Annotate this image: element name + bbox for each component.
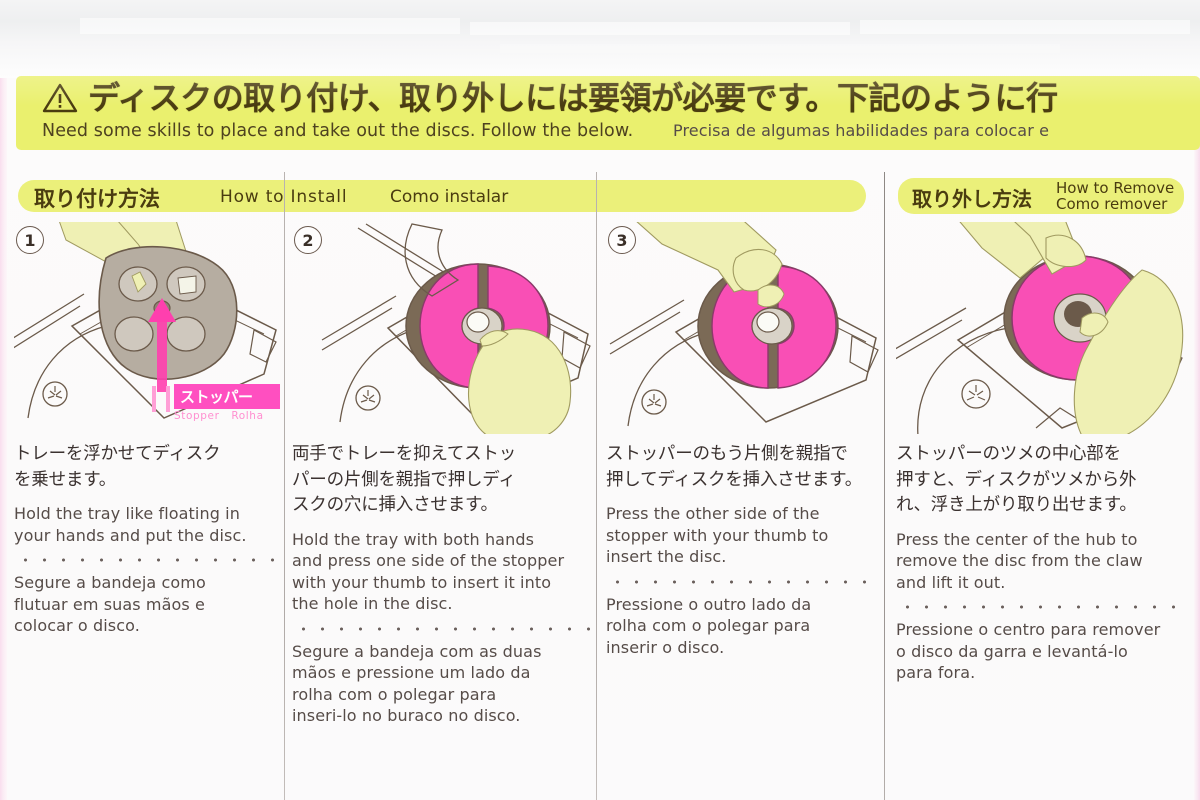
section-header-remove-pt: Como remover: [1056, 195, 1168, 213]
step-text-jp: トレーを浮かせてディスク を乗せます。: [14, 444, 221, 490]
step-text-en: Hold the tray like floating in your hand…: [14, 504, 247, 545]
step-number-badge: 1: [16, 226, 44, 254]
step-3-text: ストッパーのもう片側を親指で 押してディスクを挿入させます。 Press the…: [606, 434, 880, 658]
step-text-en: Hold the tray with both hands and press …: [292, 529, 565, 614]
step-text-jp: ストッパーのもう片側を親指で 押してディスクを挿入させます。: [606, 444, 862, 490]
section-header-install: 取り付け方法 How to Install Como instalar: [18, 180, 866, 212]
warning-triangle-icon: [42, 82, 78, 114]
step-2-text: 両手でトレーを抑えてストッ パーの片側を親指で押しディ スクの穴に挿入させます。…: [292, 434, 592, 727]
sheet-right-edge: [1194, 78, 1200, 800]
warning-headline-pt: Precisa de algumas habilidades para colo…: [672, 121, 1050, 140]
warning-headline-row: ディスクの取り付け、取り外しには要領が必要です。下記のように行: [42, 78, 1058, 118]
warning-banner: ディスクの取り付け、取り外しには要領が必要です。下記のように行 Need som…: [16, 76, 1200, 150]
stopper-callout-latin: Stopper Rolha: [174, 410, 280, 422]
section-header-install-en: How to Install: [220, 187, 348, 207]
step-1-text: トレーを浮かせてディスク を乗せます。 Hold the tray like f…: [14, 434, 280, 637]
dotted-separator: [606, 571, 880, 592]
dotted-separator: [14, 550, 280, 570]
step-text-en: Press the center of the hub to remove th…: [896, 529, 1143, 592]
step-text-pt: Pressione o outro lado da rolha com o po…: [606, 594, 812, 657]
stopper-callout-en: Stopper: [174, 410, 220, 422]
step-2-figure: 2: [292, 222, 592, 434]
section-header-install-pt: Como instalar: [390, 187, 509, 207]
step-text-en: Press the other side of the stopper with…: [606, 504, 829, 566]
step-4-text: ストッパーのツメの中心部を 押すと、ディスクがツメから外 れ、浮き上がり取り出せ…: [896, 434, 1186, 684]
step-column: ストッパーのツメの中心部を 押すと、ディスクがツメから外 れ、浮き上がり取り出せ…: [896, 222, 1186, 684]
sheet-left-edge: [0, 78, 7, 800]
dotted-separator: [896, 597, 1186, 617]
step-column: 3: [606, 222, 880, 658]
stopper-callout-jp: ストッパー: [174, 384, 280, 409]
step-number-badge: 2: [294, 226, 322, 254]
paper-top-margin: [0, 0, 1200, 78]
step-column: 2: [292, 222, 592, 727]
step-text-pt: Segure a bandeja como flutuar em suas mã…: [14, 573, 206, 635]
step-column: 1: [14, 222, 280, 637]
column-divider: [596, 172, 597, 800]
dotted-separator: [292, 618, 592, 639]
section-header-install-jp: 取り付け方法: [34, 187, 160, 211]
column-divider: [284, 172, 285, 800]
step-text-pt: Pressione o centro para remover o disco …: [896, 620, 1161, 682]
section-header-remove-en: How to Remove: [1056, 179, 1175, 197]
section-header-remove-jp: 取り外し方法: [912, 187, 1032, 211]
step-text-jp: 両手でトレーを抑えてストッ パーの片側を親指で押しディ スクの穴に挿入させます。: [292, 444, 517, 515]
stopper-callout: ストッパー Stopper Rolha: [174, 384, 280, 422]
section-divider: [884, 172, 885, 800]
stopper-callout-pt: Rolha: [231, 410, 264, 422]
step-number-badge: 3: [608, 226, 636, 254]
warning-subline: Need some skills to place and take out t…: [42, 120, 1049, 142]
step-1-figure: 1: [14, 222, 280, 434]
warning-headline-jp: ディスクの取り付け、取り外しには要領が必要です。下記のように行: [88, 79, 1058, 117]
step-3-figure: 3: [606, 222, 880, 434]
warning-headline-en: Need some skills to place and take out t…: [42, 121, 634, 141]
step-text-pt: Segure a bandeja com as duas mãos e pres…: [292, 641, 542, 726]
section-header-remove: 取り外し方法 How to Remove Como remover: [898, 178, 1184, 214]
step-text-jp: ストッパーのツメの中心部を 押すと、ディスクがツメから外 れ、浮き上がり取り出せ…: [896, 444, 1137, 515]
step-4-figure: [896, 222, 1186, 434]
